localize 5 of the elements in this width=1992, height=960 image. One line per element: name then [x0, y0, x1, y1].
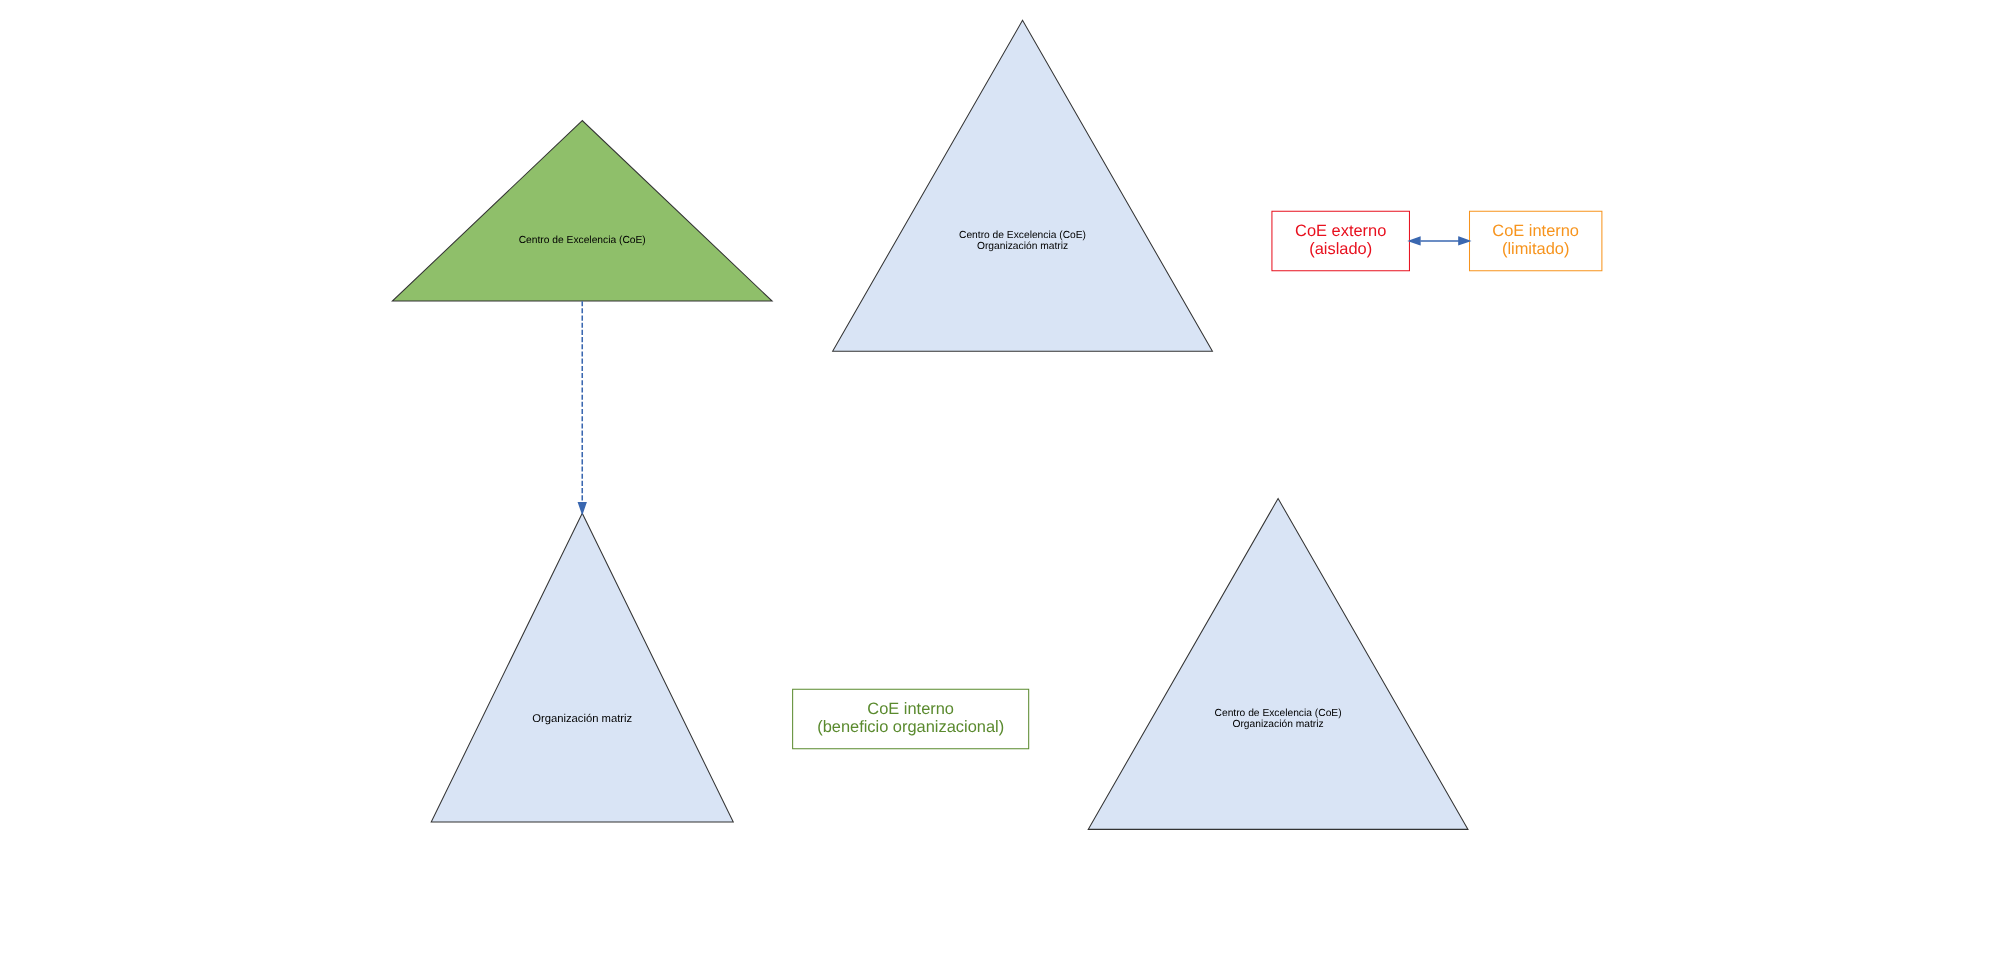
- node-box: CoE interno (beneficio organizacional): [791, 688, 1029, 750]
- arrow: [1406, 236, 1471, 246]
- node-box: CoE externo (aislado): [1270, 210, 1409, 272]
- arrow: [576, 300, 586, 516]
- node-box: CoE interno (limitado): [1468, 210, 1602, 272]
